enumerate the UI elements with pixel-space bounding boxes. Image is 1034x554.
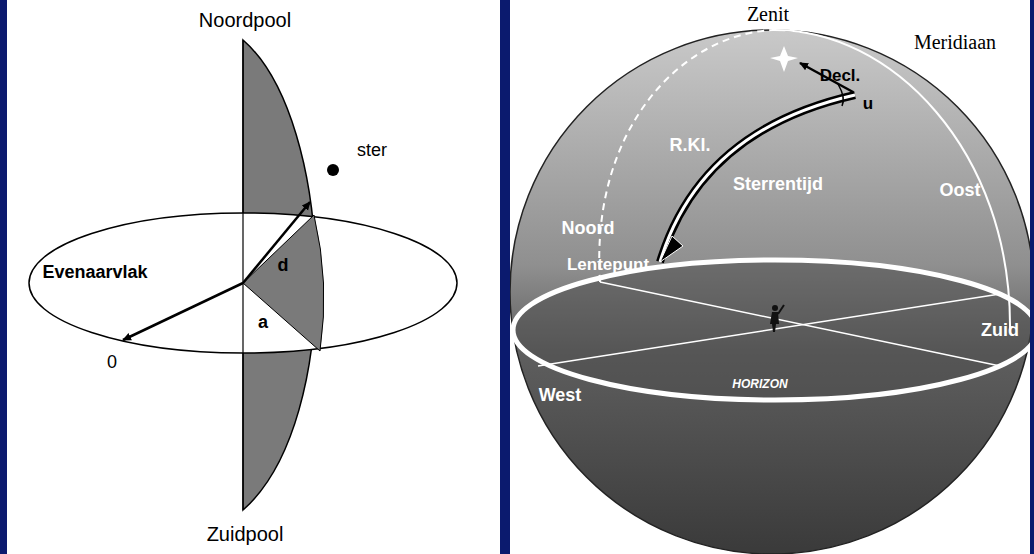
north-south-line bbox=[600, 282, 1000, 366]
pole-label: Zuidpool bbox=[207, 523, 284, 546]
panel-ground bbox=[7, 0, 500, 554]
meridian-label: Meridiaan bbox=[914, 31, 996, 54]
sidereal-time-label: Sterrentijd bbox=[733, 174, 823, 195]
meridian-back bbox=[599, 30, 772, 282]
zero-arrow bbox=[123, 283, 243, 340]
axis-edge bbox=[242, 40, 243, 510]
west-east-line bbox=[538, 294, 1000, 366]
direction-label: Zuid bbox=[981, 320, 1019, 341]
right-ascension-arc-inner bbox=[660, 95, 855, 262]
angle-label: a bbox=[258, 312, 268, 333]
direction-label: West bbox=[539, 385, 582, 406]
plane-label: Evenaarvlak bbox=[42, 262, 147, 283]
pole-label: Noordpool bbox=[199, 9, 291, 32]
right-ascension-arc bbox=[660, 95, 855, 262]
angle-label: d bbox=[278, 255, 289, 276]
star-symbol bbox=[770, 46, 798, 72]
zenith-label: Zenit bbox=[747, 3, 789, 26]
horizon-label: HORIZON bbox=[732, 378, 787, 392]
direction-label: Oost bbox=[939, 180, 980, 201]
horizon-disc bbox=[513, 260, 1030, 400]
vernal-point-label: Lentepunt bbox=[567, 255, 649, 275]
right-ascension-label: R.Kl. bbox=[669, 135, 710, 156]
origin-label: 0 bbox=[107, 352, 117, 373]
star-label: ster bbox=[357, 140, 387, 161]
star-dot bbox=[327, 164, 339, 176]
angle-label: u bbox=[863, 94, 873, 114]
observer-figure bbox=[770, 305, 784, 332]
horizon-line bbox=[513, 260, 1030, 400]
angle-mark bbox=[838, 84, 843, 106]
left-panel bbox=[7, 0, 500, 554]
declination-label: Decl. bbox=[820, 66, 861, 86]
right-panel bbox=[510, 0, 1034, 554]
direction-label: Noord bbox=[562, 218, 615, 239]
declination-arrow bbox=[243, 202, 310, 283]
arrow-head bbox=[660, 236, 683, 262]
